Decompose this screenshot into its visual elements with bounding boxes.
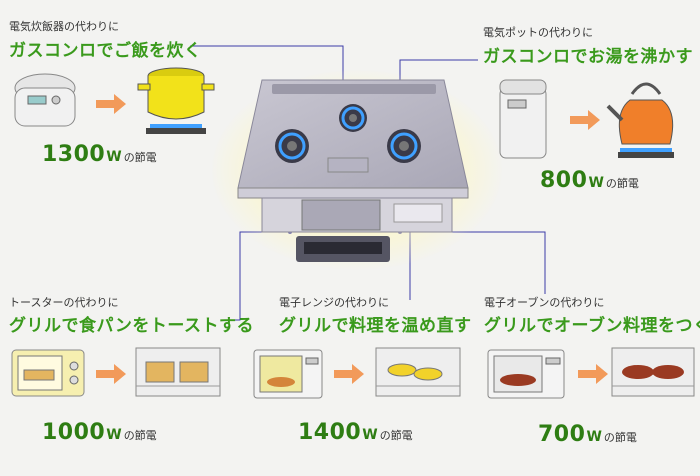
pot-unit: W bbox=[588, 175, 604, 191]
rice-pot-icon bbox=[137, 67, 215, 134]
pot-caption: 電気ポットの代わりに bbox=[483, 26, 593, 39]
burner-rear bbox=[339, 104, 367, 132]
grill-reheat-icon bbox=[375, 347, 461, 397]
oven-caption: 電子オーブンの代わりに bbox=[484, 296, 605, 309]
microwave-headline: グリルで料理を温め直す bbox=[279, 316, 472, 336]
toaster-arrow-icon bbox=[96, 364, 126, 384]
toaster-watts: 1000 bbox=[42, 420, 106, 445]
microwave-suffix: の節電 bbox=[379, 429, 413, 442]
rice-caption: 電気炊飯器の代わりに bbox=[9, 20, 119, 33]
rice-headline: ガスコンロでご飯を炊く bbox=[9, 41, 202, 61]
toaster-suffix: の節電 bbox=[123, 429, 157, 442]
grill-roast-icon bbox=[611, 347, 695, 397]
oven-arrow-icon bbox=[578, 364, 608, 384]
toaster-caption: トースターの代わりに bbox=[9, 296, 119, 309]
pot-headline: ガスコンロでお湯を沸かす bbox=[483, 47, 693, 67]
pot-arrow-icon bbox=[570, 110, 600, 130]
pot-watts: 800 bbox=[540, 168, 588, 193]
grill-toast-icon bbox=[135, 347, 221, 397]
oven-suffix: の節電 bbox=[603, 431, 637, 444]
toaster-headline: グリルで食パンをトーストする bbox=[9, 316, 254, 336]
oven-icon bbox=[487, 349, 565, 399]
electric-pot-icon bbox=[499, 79, 547, 159]
oven-unit: W bbox=[586, 429, 602, 445]
rice-arrow-icon bbox=[96, 94, 126, 114]
toaster-unit: W bbox=[106, 427, 122, 443]
microwave-icon bbox=[253, 349, 323, 399]
rice-unit: W bbox=[106, 149, 122, 165]
rice-watts: 1300 bbox=[42, 142, 106, 167]
oven-headline: グリルでオーブン料理をつくる bbox=[484, 316, 700, 336]
microwave-arrow-icon bbox=[334, 364, 364, 384]
burner-left bbox=[275, 129, 309, 163]
burner-right bbox=[387, 129, 421, 163]
gas-stove bbox=[237, 79, 469, 262]
microwave-watts: 1400 bbox=[298, 420, 362, 445]
pot-suffix: の節電 bbox=[605, 177, 639, 190]
kettle-icon bbox=[606, 82, 674, 158]
microwave-caption: 電子レンジの代わりに bbox=[279, 296, 389, 309]
rice-cooker-icon bbox=[14, 73, 76, 127]
rice-suffix: の節電 bbox=[123, 151, 157, 164]
toaster-icon bbox=[11, 349, 85, 397]
oven-watts: 700 bbox=[538, 422, 586, 447]
microwave-unit: W bbox=[362, 427, 378, 443]
